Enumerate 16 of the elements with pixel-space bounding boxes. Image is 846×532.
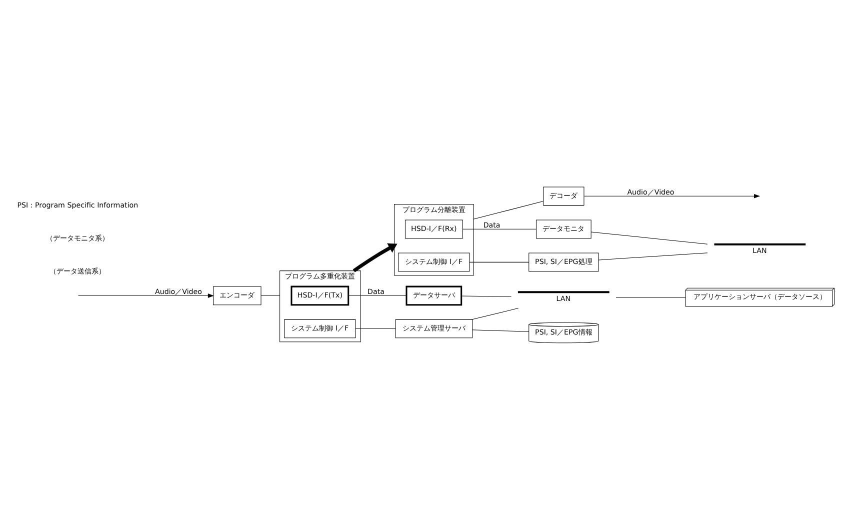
connector: [260, 294, 280, 296]
connector: [461, 295, 512, 296]
node-bar: [518, 290, 610, 293]
connector: [472, 307, 519, 320]
connector: [598, 252, 708, 260]
connector: [616, 296, 686, 297]
connector: [462, 228, 536, 229]
arrow: [78, 293, 214, 298]
arrow: [352, 242, 398, 272]
node-bar: [714, 242, 806, 245]
connector: [590, 231, 708, 244]
connector: [469, 261, 529, 262]
arrow: [584, 194, 760, 198]
connector: [348, 294, 407, 296]
connector: [472, 329, 530, 332]
connector: [473, 200, 544, 219]
